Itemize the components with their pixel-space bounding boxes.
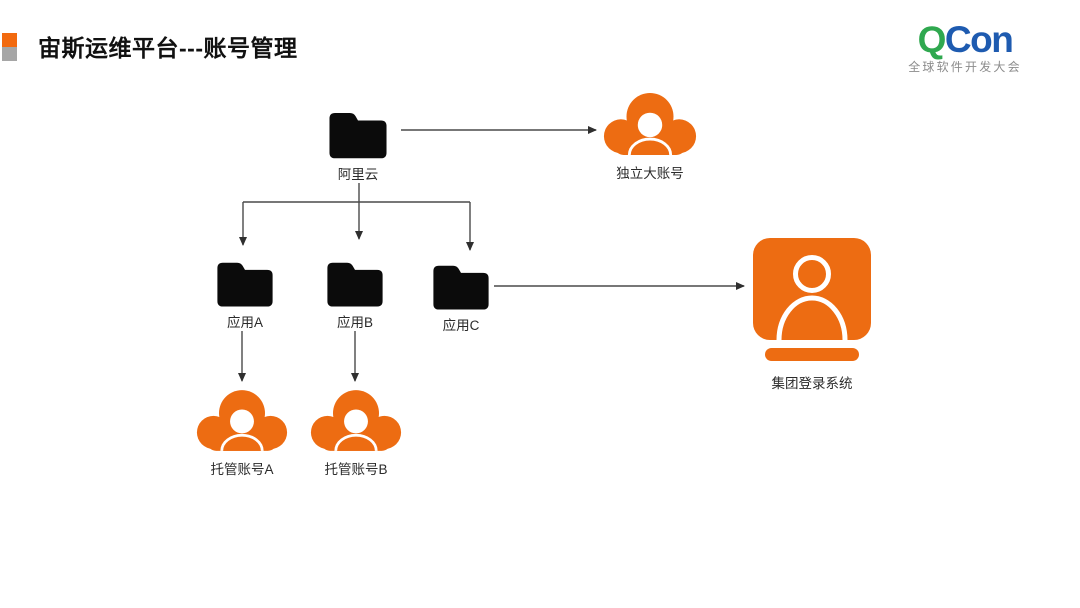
folder-icon xyxy=(433,265,489,310)
title-marker-gray xyxy=(2,47,17,61)
page-title: 宙斯运维平台---账号管理 xyxy=(38,35,298,61)
node-label-app-a: 应用A xyxy=(226,315,263,330)
qcon-logo-con: Con xyxy=(944,19,1014,60)
qcon-logo-subtitle: 全球软件开发大会 xyxy=(908,60,1022,74)
node-label-group-login-system: 集团登录系统 xyxy=(771,376,853,391)
monitor-user-icon xyxy=(753,238,871,361)
node-label-managed-account-a: 托管账号A xyxy=(210,462,274,477)
node-managed-account-a: 托管账号A xyxy=(196,389,288,478)
node-label-independent-account: 独立大账号 xyxy=(616,166,684,181)
title-marker-orange xyxy=(2,33,17,47)
node-label-app-c: 应用C xyxy=(442,318,480,333)
cloud-user-icon xyxy=(603,92,697,156)
qcon-logo: QCon 全球软件开发大会 xyxy=(901,21,1029,73)
qcon-logo-q: Q xyxy=(917,19,947,60)
node-app-b: 应用B xyxy=(315,256,395,331)
cloud-user-icon xyxy=(310,390,402,451)
node-label-managed-account-b: 托管账号B xyxy=(324,462,388,477)
node-aliyun: 阿里云 xyxy=(318,106,398,183)
folder-icon xyxy=(327,262,383,307)
node-managed-account-b: 托管账号B xyxy=(310,389,402,478)
folder-icon xyxy=(329,113,387,159)
node-app-a: 应用A xyxy=(205,256,285,331)
node-label-app-b: 应用B xyxy=(336,315,373,330)
node-label-aliyun: 阿里云 xyxy=(337,167,379,182)
node-independent-account: 独立大账号 xyxy=(598,92,702,182)
qcon-wordmark: QCon xyxy=(901,21,1029,58)
node-app-c: 应用C xyxy=(421,259,501,334)
folder-icon xyxy=(217,262,273,307)
node-group-login-system: 集团登录系统 xyxy=(751,237,873,392)
cloud-user-icon xyxy=(196,390,288,451)
